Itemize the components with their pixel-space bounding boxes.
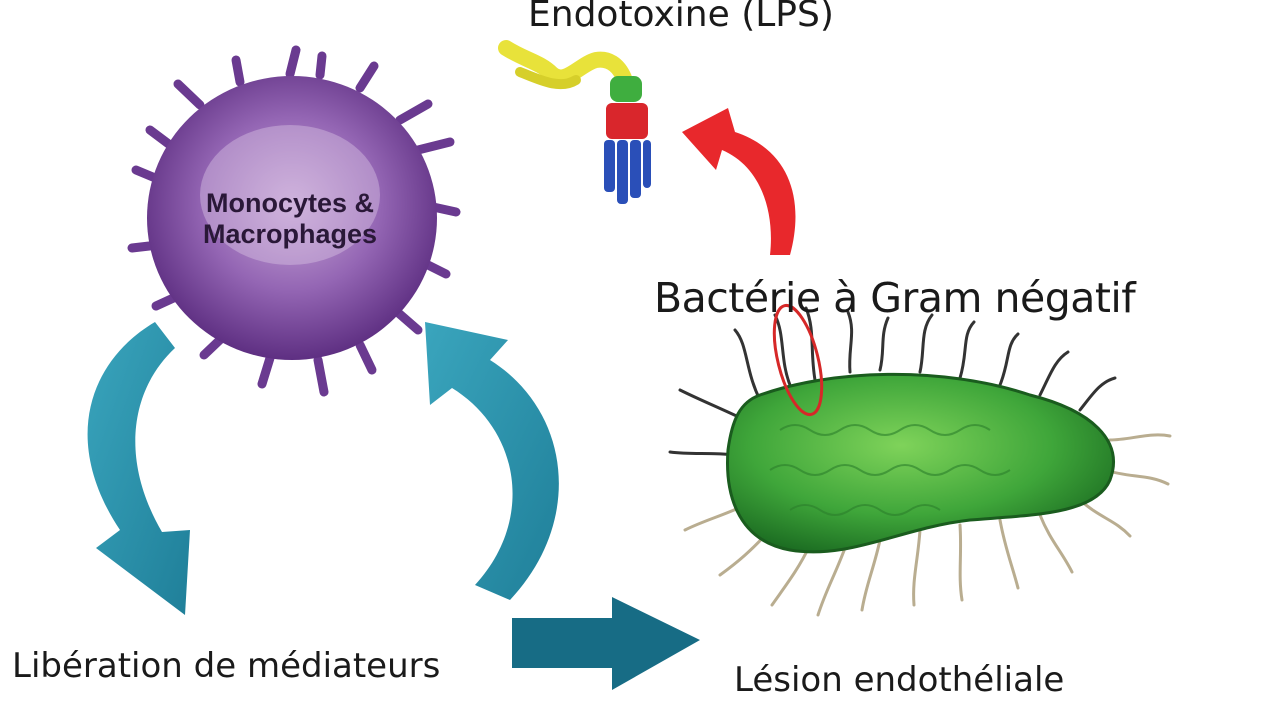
red-arrow [682,108,796,255]
teal-arrow-up [425,322,559,600]
macrophage-body [147,76,437,360]
bacterium-texture [769,424,1011,516]
mediators-label: Libération de médiateurs [12,646,441,686]
lps-red-block [606,103,648,139]
flagellum-highlight-ellipse [772,303,824,417]
bacterium-label: Bactérie à Gram négatif [654,274,1136,322]
endotoxin-label: Endotoxine (LPS) [528,0,834,35]
macrophage-label-line2: Macrophages [202,219,378,250]
macrophage-label: Monocytes & Macrophages [150,188,430,250]
bacterium-body [726,372,1115,554]
macrophage-spikes [127,45,461,397]
macrophage-cell [127,45,461,397]
lps-yellow-chain [498,40,632,86]
dark-teal-arrow-right [512,597,700,690]
lps-molecule [498,40,651,204]
teal-arrow-down [87,322,190,615]
macrophage-label-line1: Monocytes & [205,188,375,218]
lesion-label: Lésion endothéliale [734,660,1065,700]
lps-blue-chains [604,140,651,204]
macrophage-highlight [200,125,380,265]
lps-green-block [610,76,642,102]
bacterium [726,372,1115,554]
